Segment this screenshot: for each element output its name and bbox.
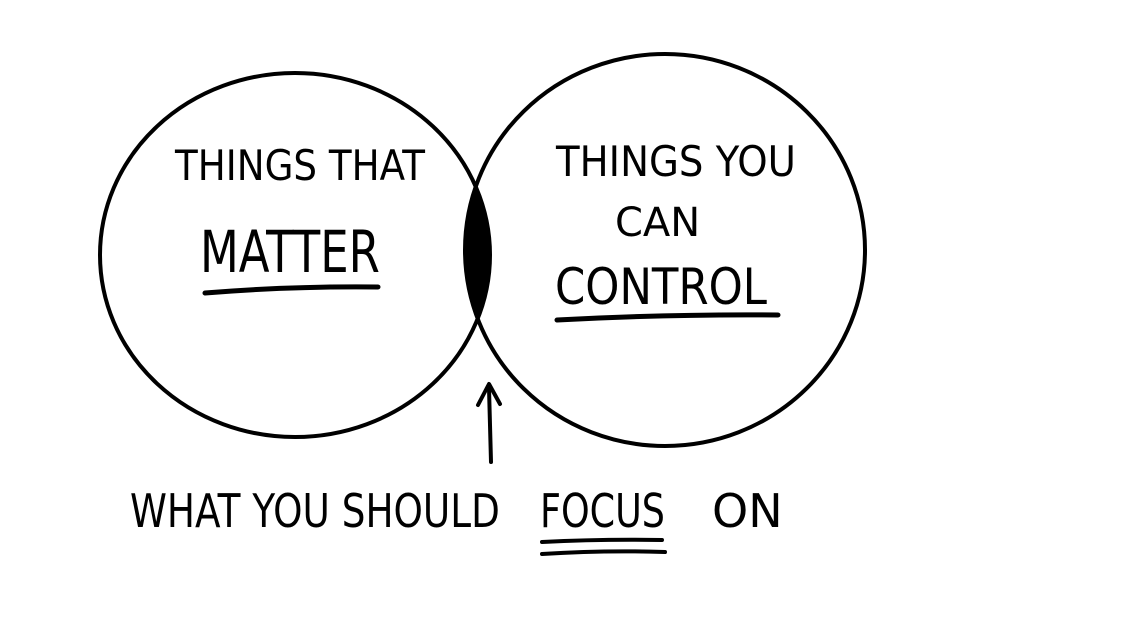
caption-after: ON: [712, 484, 783, 538]
arrow-shaft: [487, 386, 493, 464]
caption-before: WHAT YOU SHOULD: [130, 484, 500, 538]
focus-underline-2: [540, 549, 667, 556]
control-underline: [554, 312, 781, 323]
caption-emphasis: FOCUS: [540, 484, 665, 538]
left-label-line2: MATTER: [200, 219, 380, 286]
matter-underline: [202, 284, 381, 296]
focus-underline-1: [540, 537, 664, 544]
right-label-line3: CONTROL: [555, 259, 767, 317]
right-label-line2: CAN: [615, 200, 700, 246]
right-circle: [463, 52, 867, 448]
arrow-head-icon: [476, 382, 502, 407]
right-label-line1: THINGS YOU: [555, 137, 796, 186]
left-circle: [98, 71, 492, 439]
left-label-line1: THINGS THAT: [174, 142, 426, 191]
